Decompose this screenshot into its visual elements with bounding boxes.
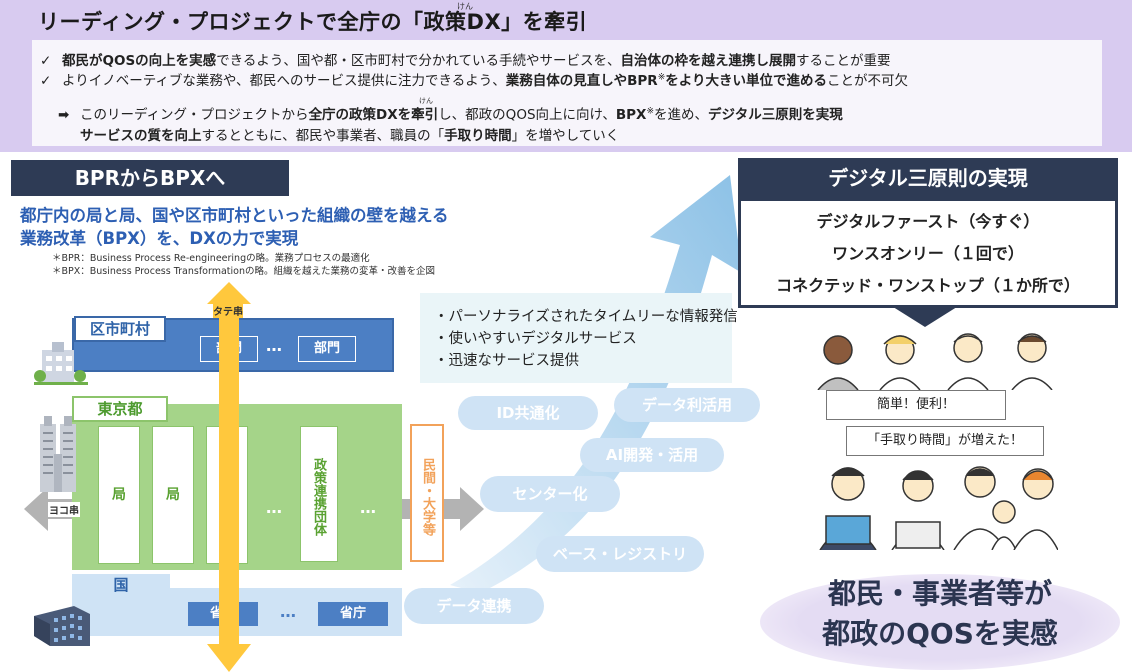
tokyo-dots-2: … [360, 498, 376, 517]
pill-id-common: ID共通化 [458, 396, 598, 430]
page-title: リーディング・プロジェクトで全庁の「政策DX」を牽引 [38, 10, 588, 34]
principle-digital-first: デジタルファースト（今すぐ） [816, 212, 1040, 231]
note-bpx: ＊BPX：Business Process Transformationの略。組… [52, 266, 435, 277]
bullet-2: ✓よりイノベーティブな業務や、都民へのサービス提供に注力できるよう、業務自体の見… [40, 72, 908, 90]
final-message-line-1: 都民・事業者等が [827, 577, 1052, 610]
benefit-box [420, 293, 732, 383]
private-sector-box: 民間・大学等 [410, 424, 444, 562]
check-icon: ✓ [40, 73, 52, 89]
check-icon: ✓ [40, 53, 52, 69]
principle-once-only: ワンスオンリー（１回で） [832, 244, 1024, 263]
bullet-1: ✓都民がQOSの向上を実感できるよう、国や都・区市町村で分かれている手続やサービ… [40, 53, 891, 69]
vertical-label: タテ串 [213, 303, 243, 318]
municipal-building-icon [34, 342, 88, 385]
national-dots: … [280, 602, 296, 621]
tokyo-dots: … [266, 498, 282, 517]
benefit-1: ・パーソナライズされたタイムリーな情報発信 [434, 309, 738, 325]
national-label: 国 [72, 574, 170, 596]
principle-connected-onestop: コネクテッド・ワンストップ（１か所で） [776, 276, 1080, 295]
ruby-annotation-2: けん [419, 97, 433, 105]
digital-principles-box [738, 198, 1118, 308]
pill-ai-development: AI開発・活用 [580, 438, 724, 472]
benefit-2: ・使いやすいデジタルサービス [434, 331, 637, 347]
municipality-dots: … [266, 336, 282, 355]
pill-centralization: センター化 [480, 476, 620, 512]
principles-pointer-icon [890, 305, 960, 327]
pill-data-utilization: データ利活用 [614, 388, 760, 422]
ruby-annotation: けん [457, 2, 473, 11]
policy-group: 政策連携団体 [300, 426, 338, 562]
digital-principles-banner: デジタル三原則の実現 [738, 158, 1118, 198]
summary-box [32, 40, 1102, 146]
municipality-label: 区市町村 [74, 316, 166, 342]
workers-group-icon [819, 466, 1058, 550]
horizontal-label: ヨコ串 [48, 502, 80, 517]
municipality-dept-2: 部門 [298, 336, 356, 362]
note-bpr: ＊BPR：Business Process Re-engineeringの略。業… [52, 253, 370, 264]
pill-data-linkage: データ連携 [404, 588, 544, 624]
arrow-line-1: ➡このリーディング・プロジェクトから全庁の政策DXを牽引し、都政のQOS向上に向… [58, 106, 843, 124]
tokyo-label: 東京都 [72, 396, 168, 422]
lead-text-1: 都庁内の局と局、国や区市町村といった組織の壁を越える [20, 206, 449, 225]
arrow-right-icon: ➡ [58, 107, 70, 123]
citizens-group-icon [817, 333, 1053, 390]
national-building-icon [34, 606, 90, 646]
ministry-2: 省庁 [318, 602, 388, 626]
kyoku-1: 局 [98, 426, 140, 564]
growth-arrow-icon [450, 175, 742, 593]
arrow-line-2: サービスの質を向上するとともに、都民や事業者、職員の「手取り時間」を増やしていく [80, 128, 620, 144]
tokyo-government-building-icon [40, 416, 76, 492]
pill-base-registry: ベース・レジストリ [536, 536, 704, 572]
speech-bubble-easy: 簡単！便利！ [826, 390, 1006, 420]
lead-text-2: 業務改革（BPX）を、DXの力で実現 [20, 229, 299, 248]
benefit-3: ・迅速なサービス提供 [434, 353, 579, 369]
kyoku-2: 局 [152, 426, 194, 564]
bpx-banner: BPRからBPXへ [11, 160, 289, 196]
final-message-glow [760, 574, 1120, 670]
final-message-line-2: 都政のQOSを実感 [822, 617, 1058, 650]
speech-bubble-time: 「手取り時間」が増えた！ [846, 426, 1044, 456]
vertical-arrow-icon [207, 282, 251, 672]
